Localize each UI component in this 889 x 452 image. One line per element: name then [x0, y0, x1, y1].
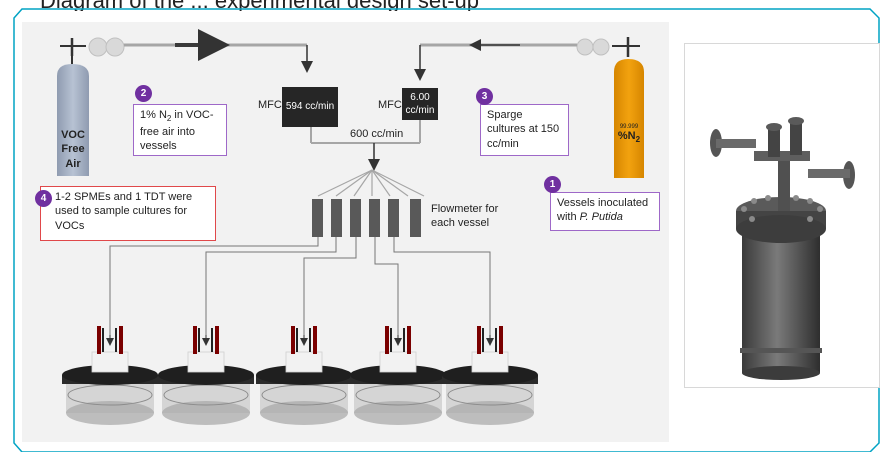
- vessel-bottom: [446, 401, 534, 425]
- vessel-feed-arrowheads: [106, 335, 494, 346]
- mfc-right-value-line1: 6.00: [410, 92, 430, 103]
- vessel-tube-left: [385, 326, 389, 354]
- vessel-bottom: [260, 401, 348, 425]
- mfc-right-value-line2: cc/min: [405, 105, 435, 116]
- reactor-render: [710, 117, 855, 380]
- mfc-right: 6.00 cc/min: [402, 88, 438, 120]
- note-3-text: Sparge cultures at 150 cc/min: [487, 109, 560, 150]
- note-2-sub: 2: [166, 114, 172, 124]
- vessel-cap-block: [379, 351, 417, 373]
- flowmeter-splitter: [317, 169, 425, 197]
- mfc-left-value: 594 cc/min: [285, 101, 335, 112]
- n2-supply-line: [414, 37, 640, 81]
- mfc-right-prefix: MFC: [378, 99, 402, 111]
- reactor-port-1: [768, 127, 780, 157]
- vessel-cap-block: [187, 351, 225, 373]
- n2-purity: 99.999: [619, 124, 639, 130]
- vessel-tube-right: [313, 326, 317, 354]
- air-tank-line1: VOC: [61, 129, 85, 141]
- flowmeter-bank: [312, 199, 421, 237]
- reactor-stem: [778, 161, 790, 211]
- vessel-bottom: [162, 401, 250, 425]
- vessel-lid: [256, 365, 352, 385]
- mfc-left-prefix: MFC: [258, 99, 282, 111]
- vessel-tube-right: [407, 326, 411, 354]
- air-tank-label: VOC Free Air: [55, 128, 91, 171]
- vessel-tube-left: [291, 326, 295, 354]
- vessel-needle-right: [495, 328, 497, 352]
- air-supply-line: [60, 29, 313, 73]
- vessel-cap-block: [285, 351, 323, 373]
- n2-gas-prefix: %N: [617, 130, 636, 142]
- note-3: Sparge cultures at 150 cc/min: [480, 104, 569, 156]
- note-2: 1% N2 in VOC-free air into vessels: [133, 104, 227, 156]
- vessel-tube-left: [477, 326, 481, 354]
- merge-manifold: [310, 120, 421, 171]
- note-4-text: 1-2 SPMEs and 1 TDT were used to sample …: [55, 191, 193, 232]
- n2-cylinder: [614, 59, 644, 178]
- vessel-lid: [350, 365, 446, 385]
- reactor-port-2: [790, 121, 802, 155]
- note-2-text-b: in VOC-free air into vessels: [140, 109, 214, 152]
- vessel-needle-left: [102, 328, 104, 352]
- vessel-lid: [442, 365, 538, 385]
- vessel-needle-right: [403, 328, 405, 352]
- note-1: Vessels inoculated with P. Putida: [550, 192, 660, 231]
- vessel-bottom: [66, 401, 154, 425]
- vessel-needle-left: [390, 328, 392, 352]
- vessel-needle-right: [211, 328, 213, 352]
- reactor-manifold: [754, 151, 810, 161]
- reactor-base-ring: [740, 348, 822, 353]
- flowmeter-label: Flowmeter for each vessel: [431, 203, 499, 229]
- reactor-base: [742, 366, 820, 380]
- vessel-lid: [158, 365, 254, 385]
- vessel-tube-left: [193, 326, 197, 354]
- mfc-left: 594 cc/min: [282, 87, 338, 127]
- vessel-tube-right: [119, 326, 123, 354]
- note-1-badge: 1: [544, 176, 561, 193]
- culture-vessel: [62, 326, 158, 425]
- vessel-needle-left: [296, 328, 298, 352]
- vessel-tube-right: [499, 326, 503, 354]
- n2-gas-sub: 2: [635, 135, 641, 145]
- merged-flow-label: 600 cc/min: [350, 128, 404, 140]
- vessel-tube-right: [215, 326, 219, 354]
- air-tank-line3: Air: [65, 157, 81, 170]
- vessel-tube-left: [97, 326, 101, 354]
- note-2-badge: 2: [135, 85, 152, 102]
- vessel-cap-block: [471, 351, 509, 373]
- vessel-needle-left: [198, 328, 200, 352]
- vessel-lid: [62, 365, 158, 385]
- air-tank-line2: Free: [61, 143, 85, 156]
- culture-vessel: [442, 326, 538, 425]
- note-4-badge: 4: [35, 190, 52, 207]
- air-cylinder: [57, 64, 89, 176]
- vessel-needle-right: [115, 328, 117, 352]
- diagram-heading: Diagram of the ... experimental design s…: [40, 0, 880, 11]
- note-1-italic: P. Putida: [579, 211, 623, 224]
- culture-vessel: [158, 326, 254, 425]
- flange-bolts: [741, 195, 823, 222]
- note-4: 1-2 SPMEs and 1 TDT were used to sample …: [40, 186, 216, 241]
- note-2-text-a: 1% N: [140, 109, 167, 121]
- culture-vessel: [256, 326, 352, 425]
- n2-tank-label: 99.999 %N2: [612, 124, 646, 144]
- vessel-cap-block: [91, 351, 129, 373]
- vessel-feed-lines: [109, 237, 491, 340]
- vessel-bottom: [354, 401, 442, 425]
- vessel-needle-right: [309, 328, 311, 352]
- reactor-flange-bottom: [736, 215, 826, 243]
- note-1-text: Vessels inoculated with: [557, 197, 649, 224]
- note-3-badge: 3: [476, 88, 493, 105]
- vessel-needle-left: [482, 328, 484, 352]
- culture-vessel: [350, 326, 446, 425]
